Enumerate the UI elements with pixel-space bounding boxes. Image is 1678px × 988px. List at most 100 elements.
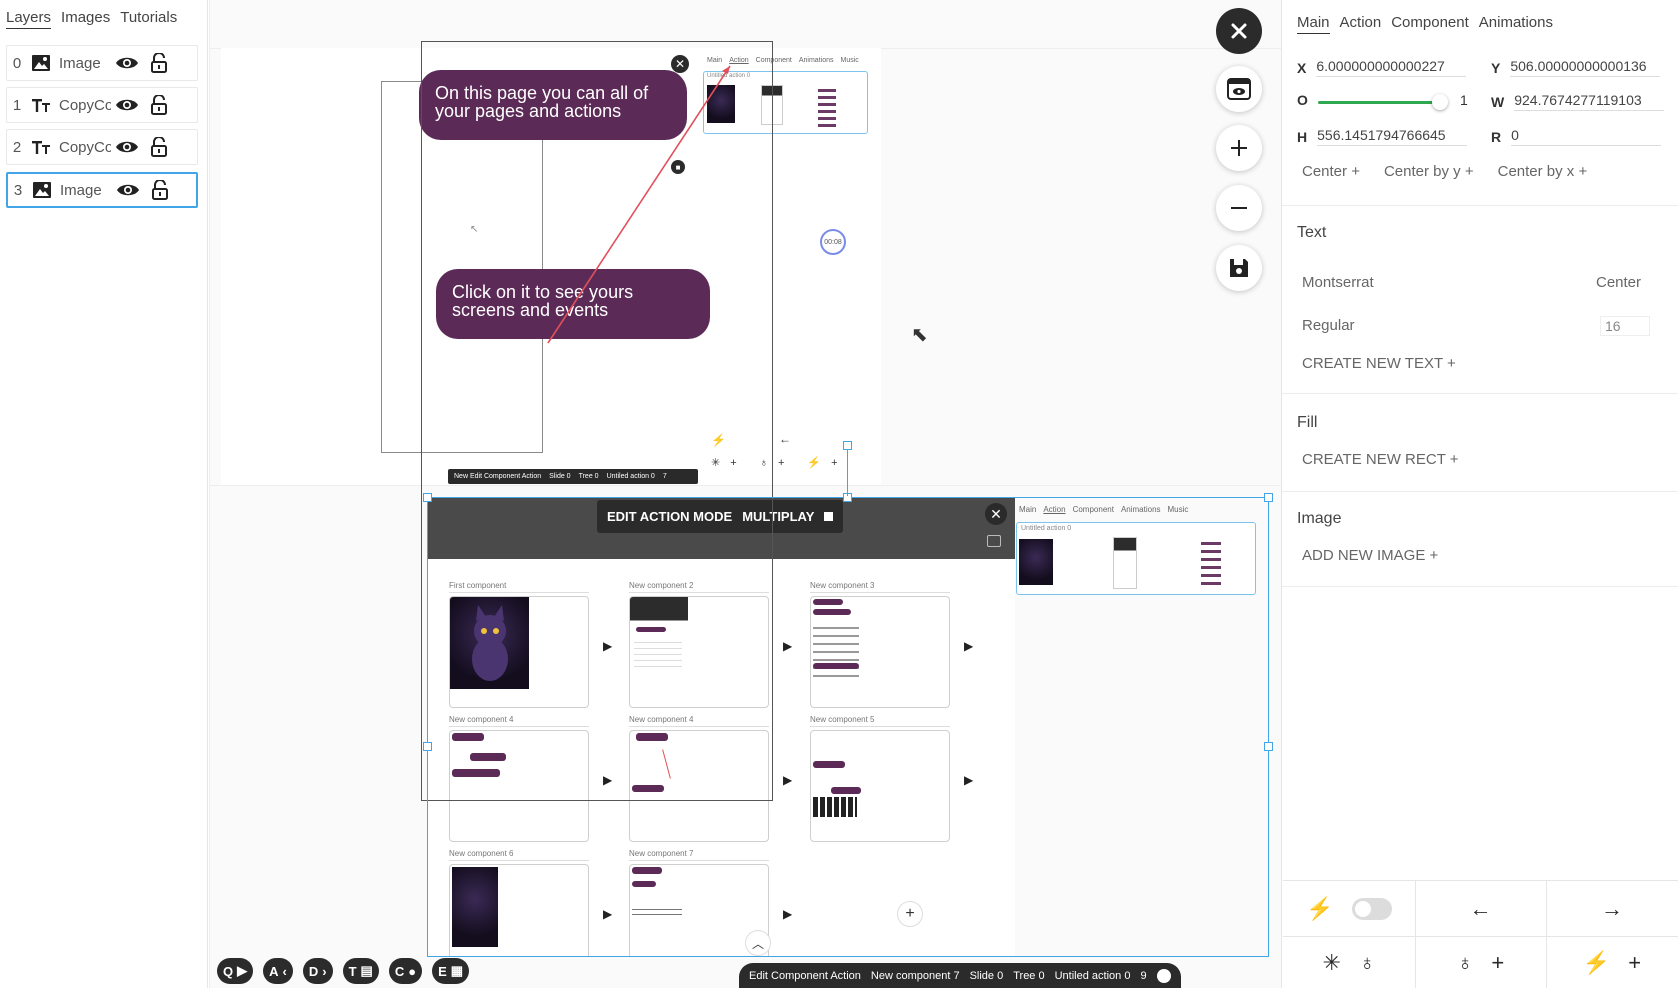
close-button[interactable]: [1216, 8, 1262, 54]
tool-c-comment[interactable]: C●: [388, 958, 423, 984]
layer-name[interactable]: CopyCo: [59, 138, 111, 156]
tab-tutorials[interactable]: Tutorials: [120, 9, 178, 26]
add-component-button[interactable]: +: [897, 901, 923, 927]
play-arrow-icon[interactable]: ▶: [783, 773, 793, 787]
tab-action[interactable]: Action: [1339, 14, 1382, 31]
close-icon[interactable]: ✕: [985, 503, 1007, 525]
opacity-slider-track[interactable]: [1318, 101, 1444, 104]
save-button[interactable]: [1216, 245, 1262, 291]
add-image-button[interactable]: ADD NEW IMAGE +: [1302, 547, 1439, 564]
divider: [1415, 881, 1416, 988]
eye-icon[interactable]: [111, 55, 143, 71]
back-arrow-button[interactable]: ←: [1415, 881, 1546, 936]
resize-handle[interactable]: [423, 493, 432, 502]
eye-icon[interactable]: [111, 139, 143, 155]
status-slide[interactable]: Slide 0: [969, 970, 1004, 982]
x-input[interactable]: 6.000000000000227: [1316, 58, 1467, 77]
resize-handle[interactable]: [423, 742, 432, 751]
tooltip-bubble-top[interactable]: On this page you can all of your pages a…: [419, 70, 687, 140]
tool-a-prev[interactable]: A‹: [263, 958, 293, 984]
add-tree-button[interactable]: ♁ +: [1415, 936, 1546, 988]
play-arrow-icon[interactable]: ▶: [783, 907, 793, 921]
component-card[interactable]: [449, 730, 589, 842]
resize-handle[interactable]: [1264, 493, 1273, 502]
tab-animations[interactable]: Animations: [1478, 14, 1553, 31]
zoom-out-button[interactable]: [1216, 185, 1262, 231]
zoom-in-button[interactable]: [1216, 125, 1262, 171]
unlock-icon[interactable]: [143, 53, 175, 73]
layer-name[interactable]: Image: [60, 181, 102, 199]
stop-icon[interactable]: [824, 512, 834, 521]
component-card[interactable]: [629, 864, 769, 957]
tool-t-text[interactable]: T▤: [342, 958, 379, 984]
status-untitled-action[interactable]: Untiled action 0: [1054, 970, 1131, 982]
edit-mode-banner[interactable]: EDIT ACTION MODE MULTIPLAY: [597, 500, 844, 533]
r-input[interactable]: 0: [1511, 127, 1662, 146]
status-tree[interactable]: Tree 0: [1013, 970, 1045, 982]
eye-icon[interactable]: [111, 97, 143, 113]
status-action[interactable]: Edit Component Action: [749, 970, 861, 982]
layer-row[interactable]: 0 Image: [6, 45, 198, 81]
opacity-value-text[interactable]: 1: [1460, 92, 1468, 108]
unlock-icon[interactable]: [144, 180, 176, 200]
play-arrow-icon[interactable]: ▶: [964, 773, 974, 787]
comment-icon: ●: [408, 963, 417, 979]
component-card[interactable]: [810, 730, 950, 842]
edit-action-screenshot[interactable]: EDIT ACTION MODE MULTIPLAY ✕ First compo…: [427, 497, 1015, 957]
component-card[interactable]: [810, 596, 950, 708]
w-input[interactable]: 924.7674277119103: [1514, 92, 1665, 111]
editor-canvas[interactable]: Main Action Component Animations Music U…: [209, 0, 1281, 988]
tool-q-video[interactable]: Q▶: [217, 958, 254, 984]
add-action-button[interactable]: ⚡ +: [1546, 936, 1678, 988]
component-card[interactable]: [449, 596, 589, 708]
side-action-card[interactable]: Untitled action 0: [1016, 522, 1256, 595]
tab-layers[interactable]: Layers: [6, 9, 52, 29]
layer-row[interactable]: 2 CopyCo: [6, 129, 198, 165]
font-family-select[interactable]: Montserrat: [1302, 274, 1374, 291]
effects-cell[interactable]: ✳ ♁: [1283, 936, 1415, 988]
chevron-up-icon[interactable]: ︿: [745, 930, 771, 956]
close-icon[interactable]: ✕: [671, 55, 689, 73]
font-weight-select[interactable]: Regular: [1302, 317, 1355, 334]
layer-row-selected[interactable]: 3 Image: [6, 172, 198, 208]
play-arrow-icon[interactable]: ▶: [603, 639, 613, 653]
tab-component[interactable]: Component: [1391, 14, 1469, 31]
play-arrow-icon[interactable]: ▶: [783, 639, 793, 653]
text-align-select[interactable]: Center: [1596, 274, 1642, 291]
center-by-x-button[interactable]: Center by x +: [1497, 163, 1588, 180]
center-by-y-button[interactable]: Center by y +: [1383, 163, 1474, 180]
y-input[interactable]: 506.00000000000136: [1510, 58, 1661, 77]
preview-icon[interactable]: [987, 535, 1001, 547]
tab-images[interactable]: Images: [61, 9, 111, 26]
preview-button[interactable]: [1216, 66, 1262, 112]
component-card[interactable]: [629, 596, 769, 708]
unlock-icon[interactable]: [143, 95, 175, 115]
forward-arrow-button[interactable]: →: [1546, 881, 1678, 936]
font-size-input[interactable]: 16: [1600, 316, 1650, 336]
create-rect-button[interactable]: CREATE NEW RECT +: [1302, 451, 1459, 468]
resize-handle[interactable]: [1264, 742, 1273, 751]
center-button[interactable]: Center +: [1302, 163, 1360, 180]
component-card[interactable]: [449, 864, 589, 957]
status-toggle[interactable]: [1156, 969, 1171, 983]
create-text-button[interactable]: CREATE NEW TEXT +: [1302, 355, 1456, 372]
save-icon[interactable]: ■: [671, 160, 685, 174]
tool-e-grid[interactable]: E▦: [432, 958, 470, 984]
opacity-slider-knob[interactable]: [1432, 94, 1448, 110]
status-component[interactable]: New component 7: [870, 970, 960, 982]
tab-main[interactable]: Main: [1297, 14, 1330, 34]
tool-d-next[interactable]: D›: [302, 958, 333, 984]
layer-row[interactable]: 1 CopyCo: [6, 87, 198, 123]
play-arrow-icon[interactable]: ▶: [964, 639, 974, 653]
play-arrow-icon[interactable]: ▶: [603, 907, 613, 921]
layer-name[interactable]: Image: [59, 54, 101, 72]
unlock-icon[interactable]: [143, 137, 175, 157]
play-arrow-icon[interactable]: ▶: [603, 773, 613, 787]
rotate-handle[interactable]: [843, 441, 852, 450]
selection-box[interactable]: [427, 497, 1269, 957]
trigger-toggle[interactable]: [1351, 897, 1392, 920]
layer-name[interactable]: CopyCo: [59, 96, 111, 114]
component-card[interactable]: [629, 730, 769, 842]
eye-icon[interactable]: [112, 182, 144, 198]
h-input[interactable]: 556.1451794766645: [1317, 127, 1468, 146]
